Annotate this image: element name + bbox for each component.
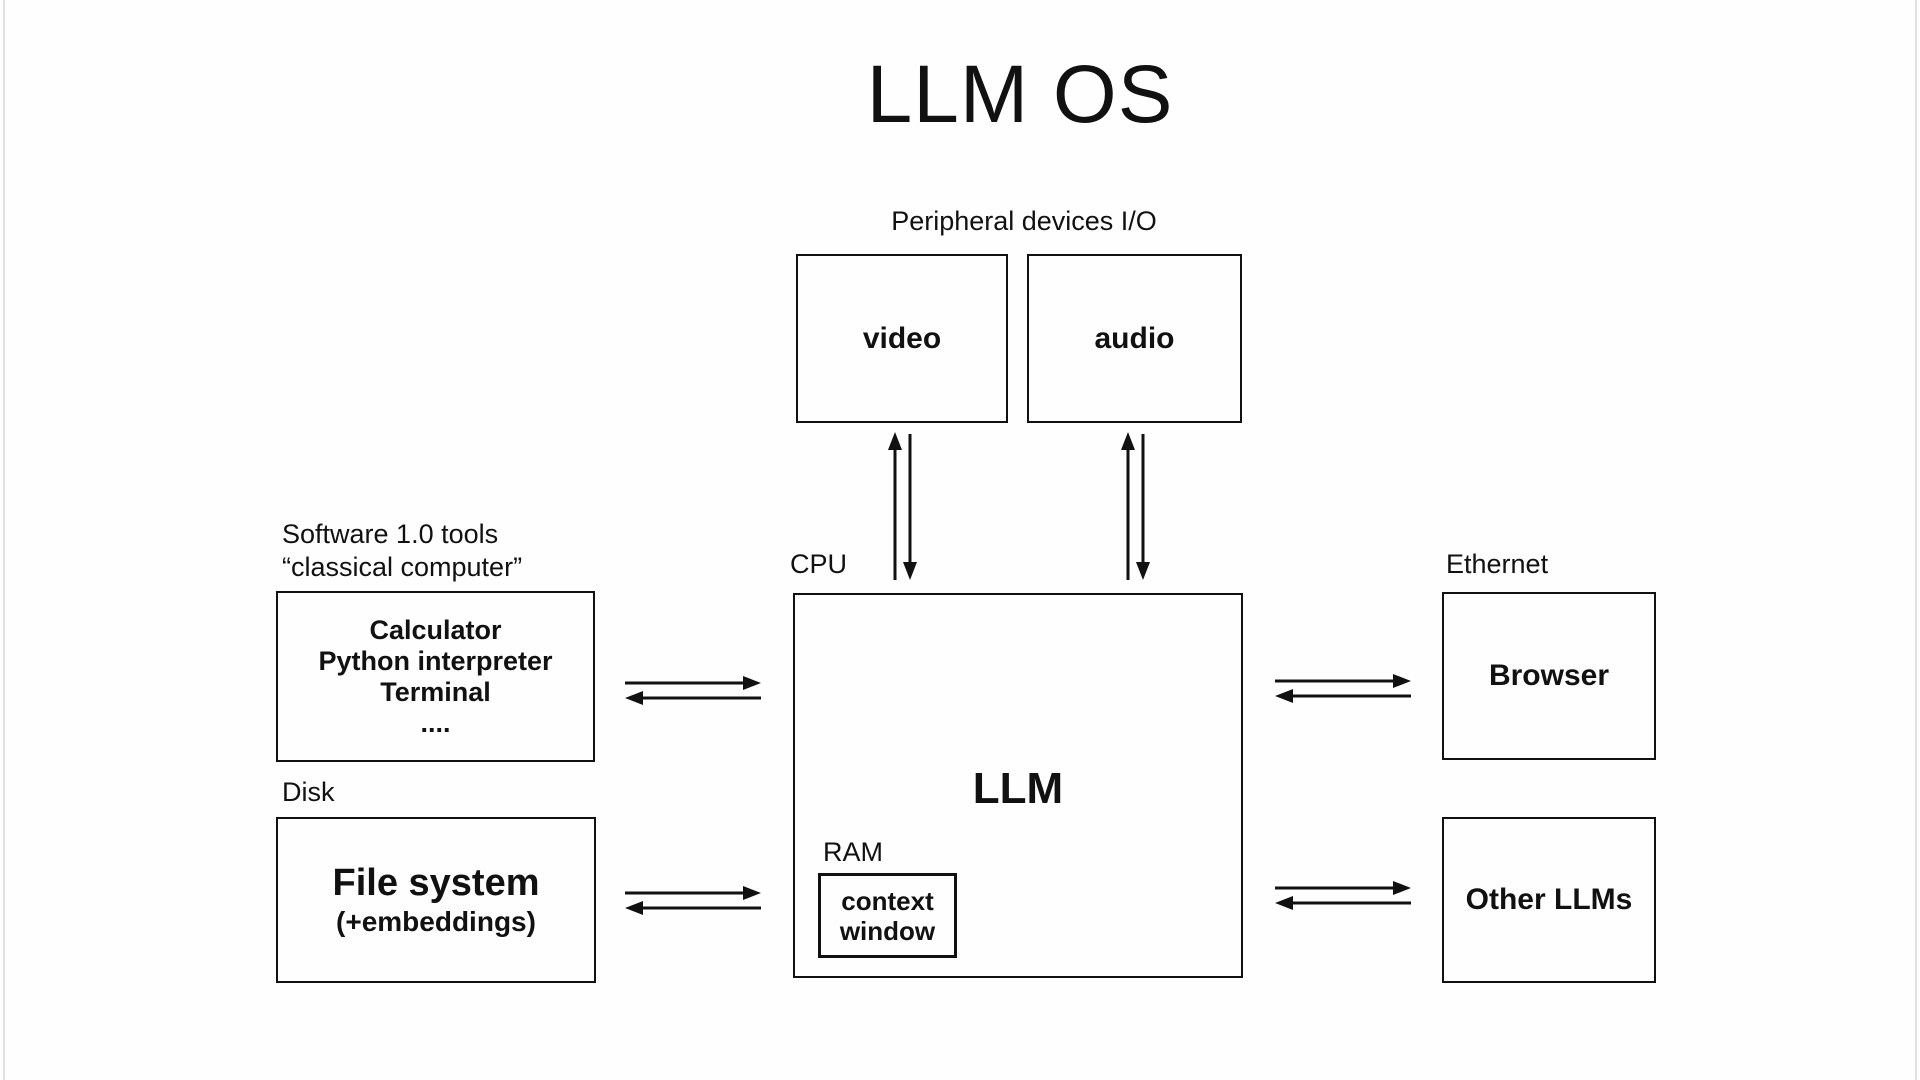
file-system-label: File system [332,862,540,904]
video-box: video [796,254,1008,423]
audio-box: audio [1027,254,1242,423]
cpu-label: CPU [790,549,848,579]
context-window-box: context window [818,873,957,958]
ram-label: RAM [823,837,883,867]
audio-box-label: audio [1094,321,1175,355]
other-llms-box-label: Other LLMs [1465,883,1633,916]
software-tools-box: Calculator Python interpreter Terminal .… [276,591,595,762]
llm-box-label: LLM [972,764,1064,813]
page-title: LLM OS [866,49,1174,140]
tools-item-python-interpreter: Python interpreter [318,645,553,676]
tools-item-ellipsis: .... [420,707,451,738]
tools-llm-bidirectional-arrows [625,676,761,705]
ethernet-label: Ethernet [1446,549,1549,579]
slide-right-edge-line [1915,0,1917,1080]
other-llms-box: Other LLMs [1442,817,1656,983]
video-box-label: video [862,321,942,355]
software-tools-caption: Software 1.0 tools “classical computer” [282,518,522,584]
browser-box: Browser [1442,592,1656,760]
llm-browser-bidirectional-arrows [1275,674,1411,703]
file-system-subtitle: (+embeddings) [336,906,536,937]
software-tools-caption-line1: Software 1.0 tools [282,519,499,549]
llm-box: LLM RAM context window [793,593,1243,978]
filesystem-llm-bidirectional-arrows [625,886,761,915]
video-llm-bidirectional-arrows [888,432,917,580]
disk-label: Disk [282,777,335,807]
llm-otherllms-bidirectional-arrows [1275,881,1411,910]
slide-left-edge-line [3,0,5,1080]
browser-box-label: Browser [1488,659,1610,692]
context-window-label: context window [839,885,936,946]
audio-llm-bidirectional-arrows [1121,432,1150,580]
software-tools-caption-line2: “classical computer” [282,552,523,582]
tools-item-calculator: Calculator [369,614,502,645]
file-system-box: File system (+embeddings) [276,817,596,983]
peripheral-devices-label: Peripheral devices I/O [891,206,1157,236]
tools-item-terminal: Terminal [380,676,491,707]
